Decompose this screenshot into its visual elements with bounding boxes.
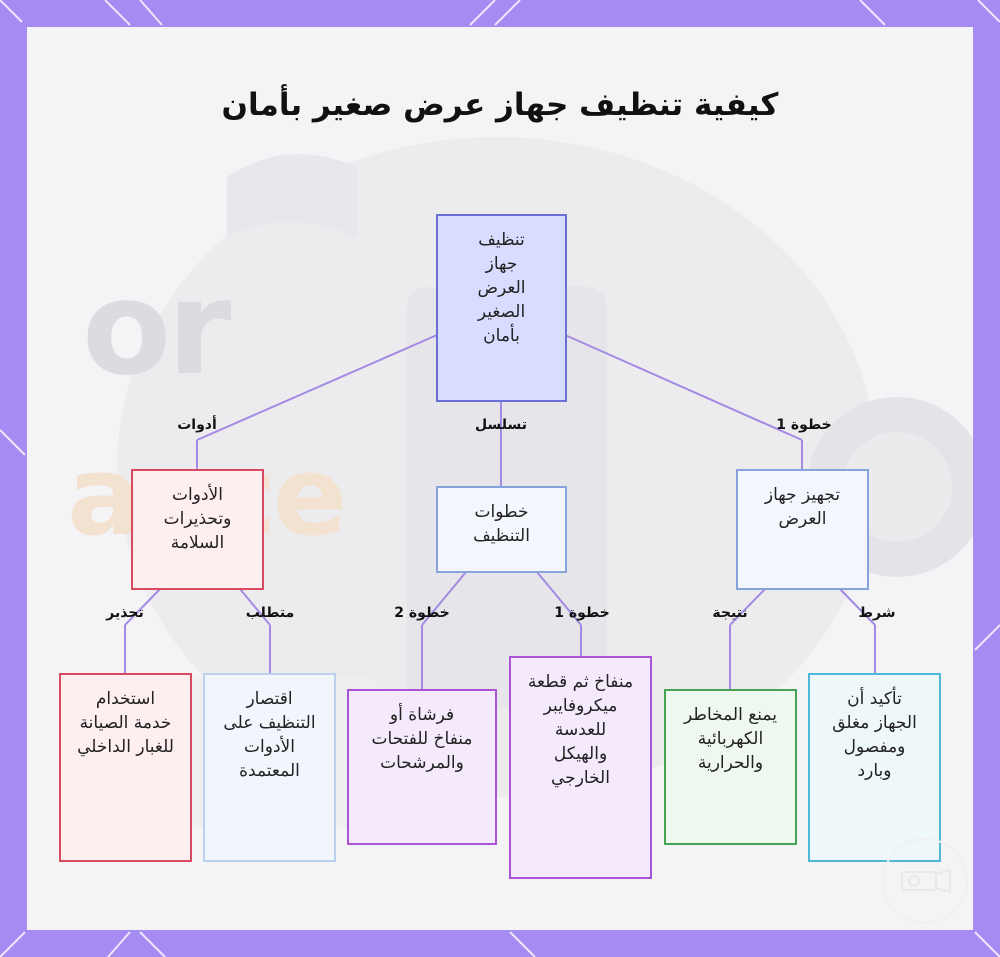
node-prevent: يمنع المخاطر الكهربائية والحرارية [664, 689, 797, 845]
edge-tools-warning [124, 588, 161, 626]
node-service-label: استخدام خدمة الصيانة للغبار الداخلي [77, 689, 174, 757]
node-brush-label: فرشاة أو منفاخ للفتحات والمرشحات [371, 705, 473, 773]
edge-label-step2: خطوة 2 [394, 605, 450, 621]
node-confirm: تأكيد أن الجهاز مغلق ومفصول وبارد [808, 673, 941, 862]
background-watermark-text: or [82, 252, 231, 404]
edge-steps-brush [421, 571, 467, 626]
node-blower-label: منفاخ ثم قطعة ميكروفايبر للعدسة والهيكل … [527, 672, 634, 788]
node-prevent-label: يمنع المخاطر الكهربائية والحرارية [684, 705, 777, 773]
edge-root-prepare [564, 334, 803, 441]
edge-tools-approved [239, 588, 271, 626]
node-root-label: تنظيف جهاز العرض الصغير بأمان [477, 230, 526, 346]
node-approved-tools: اقتصار التنظيف على الأدوات المعتمدة [203, 673, 336, 862]
edge-label-requirement: متطلب [245, 605, 295, 621]
node-prepare-label: تجهيز جهاز العرض [764, 485, 841, 529]
edge-prepare-prevent [729, 588, 766, 626]
edge-label-warning: تحذير [106, 605, 144, 621]
edge-label-step1-top: خطوة 1 [776, 417, 832, 433]
node-blower: منفاخ ثم قطعة ميكروفايبر للعدسة والهيكل … [509, 656, 652, 879]
edge-label-step1-mid: خطوة 1 [554, 605, 610, 621]
node-tools: الأدوات وتحذيرات السلامة [131, 469, 264, 590]
edge-label-sequence: تسلسل [475, 417, 527, 433]
brand-logo-icon [882, 838, 968, 924]
node-service: استخدام خدمة الصيانة للغبار الداخلي [59, 673, 192, 862]
edge-steps-blower [536, 571, 582, 626]
edge-prepare-confirm [839, 588, 876, 626]
node-tools-label: الأدوات وتحذيرات السلامة [163, 485, 232, 553]
node-prepare: تجهيز جهاز العرض [736, 469, 869, 590]
node-root: تنظيف جهاز العرض الصغير بأمان [436, 214, 567, 402]
node-steps-label: خطوات التنظيف [473, 502, 530, 546]
edge-root-tools [196, 334, 438, 441]
node-confirm-label: تأكيد أن الجهاز مغلق ومفصول وبارد [832, 689, 917, 781]
edge-label-tools: أدوات [177, 417, 217, 433]
edge-label-result: نتيجة [712, 605, 748, 621]
node-approved-tools-label: اقتصار التنظيف على الأدوات المعتمدة [223, 689, 316, 781]
edge-label-condition: شرط [858, 605, 896, 621]
diagram-title: كيفية تنظيف جهاز عرض صغير بأمان [221, 87, 779, 123]
node-steps: خطوات التنظيف [436, 486, 567, 573]
node-brush: فرشاة أو منفاخ للفتحات والمرشحات [347, 689, 497, 845]
